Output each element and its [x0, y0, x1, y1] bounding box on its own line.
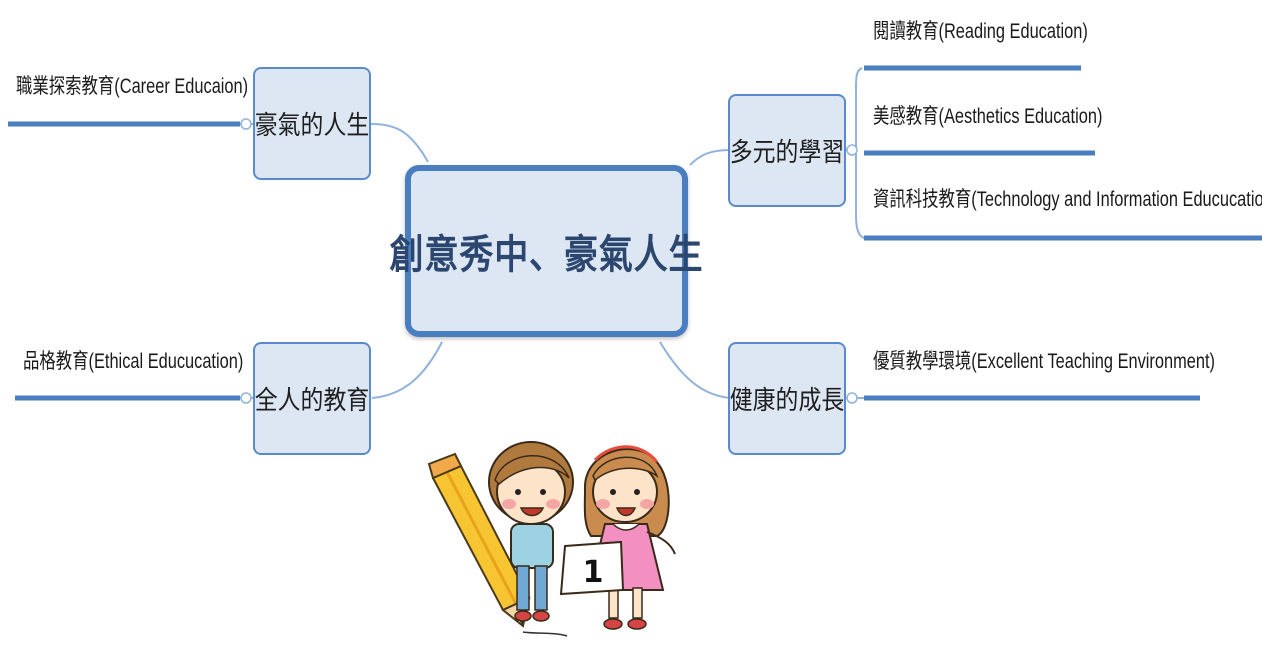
branch-node-inspired-life[interactable]: 豪氣的人生: [253, 67, 371, 180]
girl-figure: [583, 445, 676, 630]
collapse-handle-ethics[interactable]: [240, 392, 252, 404]
collapse-handle-health[interactable]: [846, 392, 858, 404]
branch-node-diverse-learning[interactable]: 多元的學習: [728, 94, 846, 207]
leaf-aesthetics-education[interactable]: 美感教育(Aesthetics Education): [873, 105, 1103, 128]
branch-label: 健康的成長: [729, 385, 845, 415]
leaf-reading-education[interactable]: 閱讀教育(Reading Education): [873, 20, 1088, 43]
boy-figure: [488, 441, 574, 622]
central-topic[interactable]: 創意秀中、豪氣人生: [390, 165, 702, 337]
branch-node-whole-person-education[interactable]: 全人的教育: [253, 342, 371, 455]
collapse-handle-career[interactable]: [240, 118, 252, 130]
connector-center-to-whole-person-branch: [371, 341, 443, 399]
connector-center-to-health-branch: [659, 341, 731, 399]
leaf-teaching-environment[interactable]: 優質教學環境(Excellent Teaching Environment): [873, 350, 1215, 373]
leaf-ethical-education[interactable]: 品格教育(Ethical Educucation): [23, 350, 244, 373]
branch-label: 全人的教育: [254, 385, 370, 415]
branch-label: 多元的學習: [729, 137, 845, 167]
branch-label: 豪氣的人生: [254, 110, 370, 140]
collapse-handle-learning[interactable]: [846, 144, 858, 156]
central-topic-label: 創意秀中、豪氣人生: [389, 233, 704, 277]
connector-center-to-learning-branch: [689, 149, 731, 166]
number-card: 1: [559, 540, 625, 596]
connector-learning-bracket: [855, 67, 865, 239]
leaf-career-education[interactable]: 職業探索教育(Career Educaion): [16, 75, 249, 98]
branch-node-healthy-growth[interactable]: 健康的成長: [728, 342, 846, 455]
leaf-technology-education[interactable]: 資訊科技教育(Technology and Information Educuc…: [873, 188, 1262, 211]
card-number: 1: [583, 555, 604, 590]
connector-center-to-career-branch: [369, 123, 429, 163]
children-illustration: 1: [427, 441, 676, 637]
